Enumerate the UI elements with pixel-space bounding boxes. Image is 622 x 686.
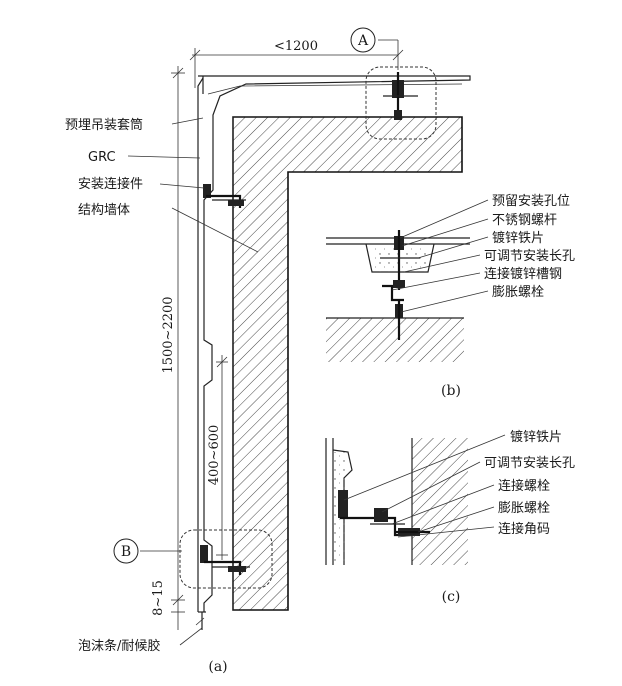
label-grc: GRC bbox=[88, 150, 116, 165]
label-expansion-bolt-b: 膨胀螺栓 bbox=[492, 285, 544, 300]
caption-b: (b) bbox=[441, 383, 461, 399]
top-width-label: <1200 bbox=[274, 39, 318, 54]
label-angle-bracket: 连接角码 bbox=[498, 521, 550, 537]
label-adjustable-slot-c: 可调节安装长孔 bbox=[484, 456, 575, 471]
label-reserved-hole: 预留安装孔位 bbox=[492, 194, 570, 209]
bottom-gap-dimension: 8~15 bbox=[151, 580, 185, 630]
figure-c-wall bbox=[412, 438, 468, 565]
label-expansion-bolt-c: 膨胀螺栓 bbox=[498, 501, 550, 516]
top-sleeve-detail: A bbox=[350, 27, 437, 140]
left-dimension: 1500~2200 bbox=[161, 66, 185, 612]
label-connector: 安装连接件 bbox=[78, 176, 143, 192]
label-adjustable-slot-b: 可调节安装长孔 bbox=[484, 249, 575, 264]
panel-height-label: 1500~2200 bbox=[161, 296, 176, 373]
upper-connector bbox=[203, 184, 246, 208]
figure-b: 预留安装孔位 不锈钢螺杆 镀锌铁片 可调节安装长孔 连接镀锌槽钢 膨胀螺栓 (b… bbox=[326, 194, 575, 399]
label-galv-channel: 连接镀锌槽钢 bbox=[484, 266, 562, 282]
label-structural-wall: 结构墙体 bbox=[78, 203, 130, 218]
connector-spacing-label: 400~600 bbox=[207, 425, 222, 486]
label-connecting-bolt: 连接螺栓 bbox=[498, 478, 550, 494]
figure-b-slab bbox=[326, 318, 464, 362]
figure-a-leaders bbox=[127, 117, 259, 646]
foam-sealant-joint bbox=[195, 611, 206, 630]
figure-c: 镀锌铁片 可调节安装长孔 连接螺栓 膨胀螺栓 连接角码 (c) bbox=[325, 429, 575, 605]
callout-b: B bbox=[121, 544, 131, 560]
bottom-gap-label: 8~15 bbox=[151, 580, 166, 616]
top-dimension: <1200 bbox=[189, 39, 404, 88]
label-galv-plate-b: 镀锌铁片 bbox=[492, 230, 544, 246]
caption-a: (a) bbox=[208, 659, 227, 675]
label-galv-plate-c: 镀锌铁片 bbox=[510, 429, 562, 445]
callout-a: A bbox=[357, 33, 369, 49]
figure-a: <1200 1500~2200 400~600 8~15 bbox=[65, 27, 471, 675]
label-foam-sealant: 泡沫条/耐候胶 bbox=[78, 638, 160, 654]
label-stainless-rod: 不锈钢螺杆 bbox=[492, 213, 557, 228]
spacing-dimension: 400~600 bbox=[207, 355, 228, 560]
bottom-connector-detail: B bbox=[113, 529, 273, 589]
caption-c: (c) bbox=[442, 589, 461, 605]
label-embedded-sleeve: 预埋吊装套筒 bbox=[65, 117, 143, 133]
